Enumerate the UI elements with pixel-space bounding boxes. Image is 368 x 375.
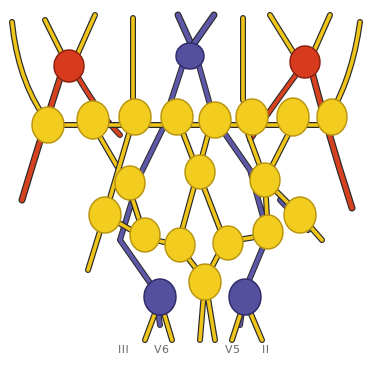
- red-bead: [54, 50, 84, 82]
- yellow-bead: [213, 226, 243, 260]
- yellow-bead: [165, 228, 195, 262]
- blue-bead: [176, 43, 204, 69]
- yellow-bead: [284, 197, 316, 233]
- yellow-bead: [199, 102, 231, 138]
- blue-bead: [144, 279, 176, 315]
- yellow-bead: [115, 166, 145, 200]
- yellow-bead: [250, 163, 280, 197]
- yellow-bead: [253, 215, 283, 249]
- blue-bead: [229, 279, 261, 315]
- yellow-bead: [277, 98, 309, 136]
- yellow-bead: [89, 197, 121, 233]
- yellow-lattice-threads: [45, 120, 332, 340]
- yellow-bead: [130, 218, 160, 252]
- yellow-bead: [161, 99, 193, 135]
- yellow-bead: [317, 99, 347, 135]
- yellow-bead: [185, 155, 215, 189]
- red-bead: [290, 46, 320, 78]
- yellow-bead: [32, 107, 64, 143]
- yellow-bead: [77, 101, 109, 139]
- yellow-bead: [119, 99, 151, 135]
- yellow-bead: [236, 99, 268, 135]
- yellow-bead: [189, 264, 221, 300]
